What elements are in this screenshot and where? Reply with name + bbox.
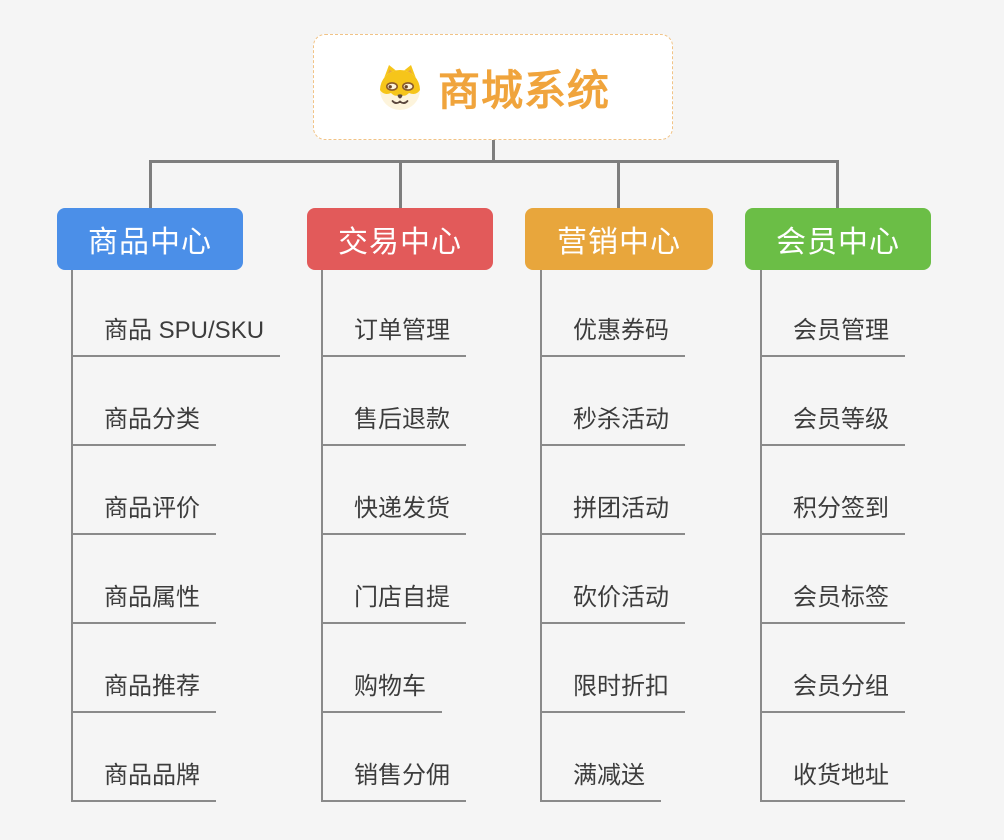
dog-face-icon bbox=[376, 63, 424, 111]
leaf-node[interactable]: 商品品牌 bbox=[71, 760, 216, 802]
leaf-node[interactable]: 满减送 bbox=[540, 760, 661, 802]
leaf-node[interactable]: 快递发货 bbox=[321, 493, 466, 535]
leaf-node[interactable]: 优惠券码 bbox=[540, 315, 685, 357]
leaf-node[interactable]: 积分签到 bbox=[760, 493, 905, 535]
branch-node-trade-center[interactable]: 交易中心 bbox=[307, 208, 493, 270]
leaf-node[interactable]: 会员标签 bbox=[760, 582, 905, 624]
leaf-node[interactable]: 会员分组 bbox=[760, 671, 905, 713]
connector-root-vertical bbox=[492, 140, 495, 162]
leaf-node[interactable]: 砍价活动 bbox=[540, 582, 685, 624]
branch-node-member-center[interactable]: 会员中心 bbox=[745, 208, 931, 270]
branch-node-product-center[interactable]: 商品中心 bbox=[57, 208, 243, 270]
connector-stub-branch-1 bbox=[149, 160, 152, 208]
leaf-node[interactable]: 商品 SPU/SKU bbox=[71, 315, 281, 357]
leaf-node[interactable]: 商品属性 bbox=[71, 582, 216, 624]
leaf-node[interactable]: 购物车 bbox=[321, 671, 442, 713]
leaf-node[interactable]: 商品推荐 bbox=[71, 671, 216, 713]
leaf-node[interactable]: 会员管理 bbox=[760, 315, 905, 357]
leaf-node[interactable]: 门店自提 bbox=[321, 582, 466, 624]
leaf-node[interactable]: 拼团活动 bbox=[540, 493, 685, 535]
leaf-node[interactable]: 订单管理 bbox=[321, 315, 466, 357]
connector-stub-branch-3 bbox=[617, 160, 620, 208]
root-node-mall-system[interactable]: 商城系统 bbox=[313, 34, 673, 140]
leaf-node[interactable]: 售后退款 bbox=[321, 404, 466, 446]
leaf-node[interactable]: 会员等级 bbox=[760, 404, 905, 446]
trunk-line-marketing-center bbox=[540, 270, 542, 802]
leaf-node[interactable]: 销售分佣 bbox=[321, 760, 466, 802]
leaf-node[interactable]: 限时折扣 bbox=[540, 671, 685, 713]
branch-node-marketing-center[interactable]: 营销中心 bbox=[525, 208, 713, 270]
trunk-line-member-center bbox=[760, 270, 762, 802]
connector-stub-branch-4 bbox=[836, 160, 839, 208]
trunk-line-trade-center bbox=[321, 270, 323, 802]
leaf-node[interactable]: 收货地址 bbox=[760, 760, 905, 802]
leaf-node[interactable]: 商品分类 bbox=[71, 404, 216, 446]
leaf-node[interactable]: 商品评价 bbox=[71, 493, 216, 535]
connector-stub-branch-2 bbox=[399, 160, 402, 208]
connector-horizontal-bar bbox=[149, 160, 839, 163]
leaf-node[interactable]: 秒杀活动 bbox=[540, 404, 685, 446]
trunk-line-product-center bbox=[71, 270, 73, 802]
root-title: 商城系统 bbox=[437, 66, 610, 114]
